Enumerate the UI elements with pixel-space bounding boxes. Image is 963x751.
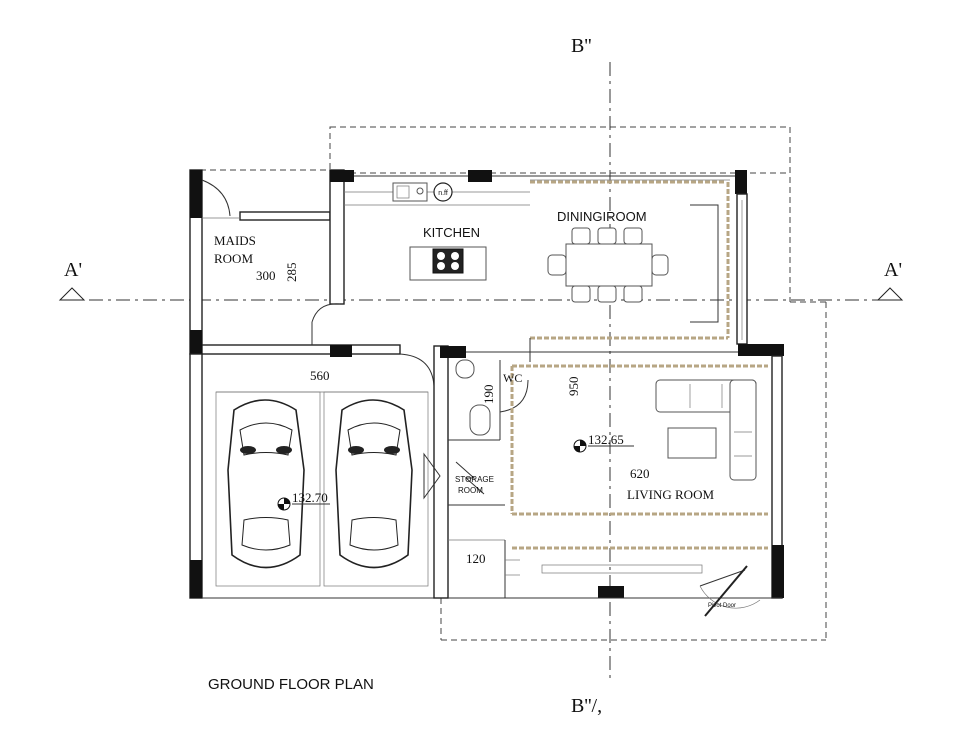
kitchen-dining-walls	[311, 169, 748, 345]
dining-room-label: DININGIROOM	[557, 209, 647, 224]
section-label-top: B''	[571, 35, 592, 57]
car-right	[335, 399, 413, 569]
garage-level-label: 132.70	[292, 490, 328, 505]
storage-room-label-2: ROOM	[458, 486, 483, 495]
garage-width-dimension: 560	[310, 368, 330, 383]
fridge-icon: n.ff	[433, 182, 453, 202]
living-level-label: 132.65	[588, 432, 624, 447]
section-label-left: A'	[64, 259, 82, 281]
section-line-a	[58, 287, 904, 301]
wc-label: WC	[503, 371, 522, 385]
stair-width-dimension: 120	[466, 551, 486, 566]
living-width-dimension: 620	[630, 466, 650, 481]
wc-storage-walls	[423, 345, 529, 599]
level-marker-living	[573, 439, 634, 453]
pivot-door-label: Pivot Door	[708, 603, 736, 609]
drawing-title: GROUND FLOOR PLAN	[208, 676, 374, 693]
kitchen-sink	[392, 182, 428, 202]
section-depth-dimension: 950	[566, 377, 581, 397]
level-marker-garage	[277, 497, 330, 511]
living-room-walls	[448, 338, 784, 617]
storage-room-label: STORAGE	[455, 475, 494, 484]
section-label-bottom: B''/,	[571, 695, 602, 717]
maids-depth-dimension: 285	[284, 263, 299, 283]
car-left	[227, 399, 305, 569]
living-room-label: LIVING ROOM	[627, 487, 714, 502]
fridge-label: n.ff	[438, 190, 448, 197]
maids-width-dimension: 300	[256, 268, 276, 283]
dining-table	[547, 227, 669, 303]
section-label-right: A'	[884, 259, 902, 281]
maids-room-label: MAIDS	[214, 233, 256, 248]
maids-room-label-2: ROOM	[214, 251, 253, 266]
kitchen-island	[409, 246, 487, 281]
kitchen-label: KITCHEN	[423, 225, 480, 240]
living-room-sofa	[655, 379, 757, 481]
wc-depth-dimension: 190	[481, 385, 496, 405]
